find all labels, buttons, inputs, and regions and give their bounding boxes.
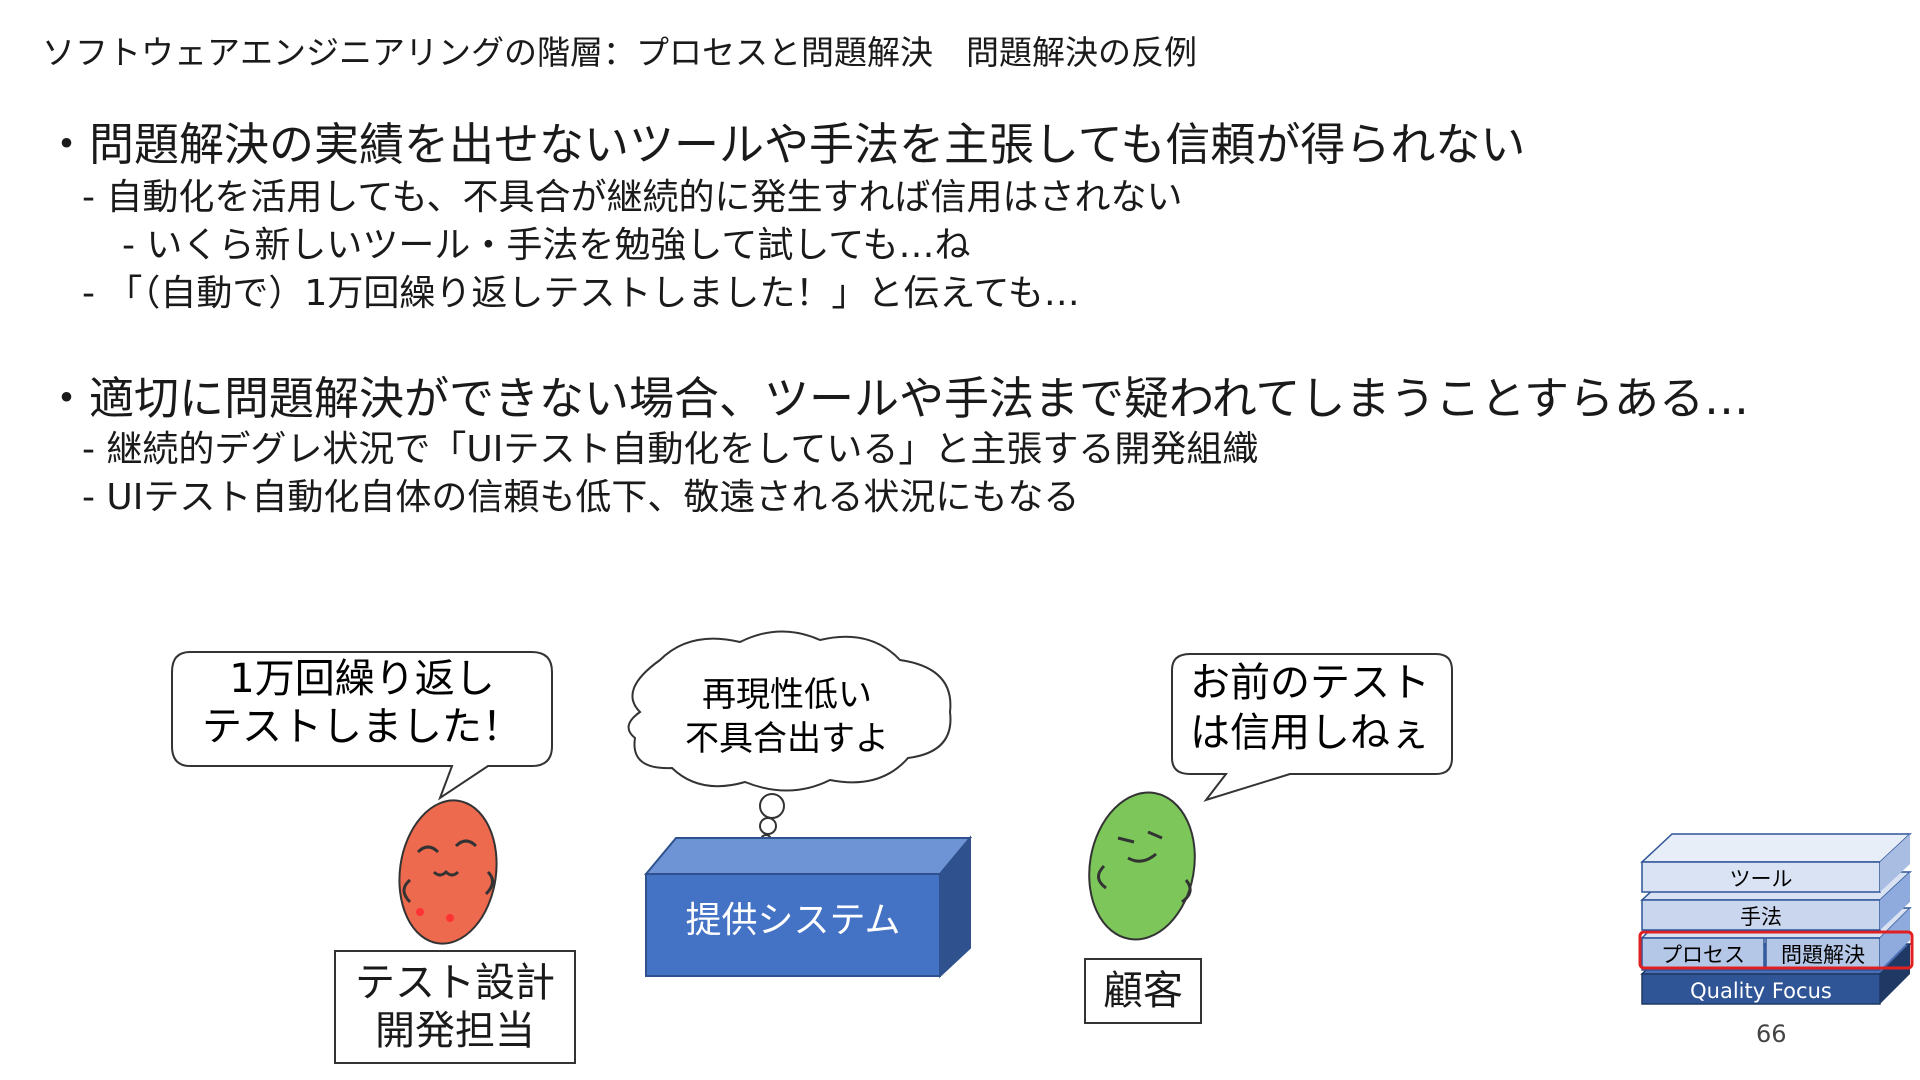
- layer-method: 手法: [1740, 905, 1782, 929]
- layer-stack-diagram: Quality Focus プロセス 問題解決 手法 ツール: [1638, 833, 1914, 1005]
- customer-speech-line-1: お前のテスト: [1190, 660, 1430, 706]
- customer-label-text: 顧客: [1103, 968, 1183, 1014]
- customer-eye-left-icon: [1117, 836, 1135, 844]
- layer-quality-focus: Quality Focus: [1690, 979, 1832, 1003]
- layer-problem-solving: 問題解決: [1781, 943, 1865, 967]
- bullet-1: ・問題解決の実績を出せないツールや手法を主張しても信頼が得られない: [44, 118, 1526, 171]
- customer-mouth-icon: [1127, 852, 1157, 863]
- developer-speech-bubble: 1万回繰り返し テストしました！: [171, 651, 553, 801]
- system-thought-line-2: 不具合出すよ: [685, 719, 889, 759]
- bullet-2: ・適切に問題解決ができない場合、ツールや手法まで疑われてしまうことすらある…: [44, 372, 1750, 425]
- bullet-2-sub-2: - UIテスト自動化自体の信頼も低下、敬遠される状況にもなる: [82, 477, 1080, 518]
- system-label: 提供システム: [686, 900, 901, 941]
- layer-process: プロセス: [1661, 943, 1745, 967]
- developer-speech-line-2: テストしました！: [202, 704, 522, 750]
- layer-tool: ツール: [1730, 867, 1793, 891]
- layer-highlight: [1638, 930, 1914, 970]
- developer-mouth-icon: [432, 869, 460, 877]
- developer-label-line-2: 開発担当: [375, 1008, 535, 1054]
- bullet-2-sub-1: - 継続的デグレ状況で「UIテスト自動化をしている」と主張する開発組織: [82, 429, 1259, 470]
- developer-label: テスト設計 開発担当: [334, 950, 576, 1064]
- page-number: 66: [1756, 1020, 1787, 1048]
- customer-speech-bubble: お前のテスト は信用しねぇ: [1171, 653, 1453, 802]
- bullet-1-sub-1: - 自動化を活用しても、不具合が継続的に発生すれば信用はされない: [82, 177, 1183, 218]
- developer-character: [398, 799, 498, 945]
- developer-eye-right-icon: [454, 839, 478, 848]
- bullet-1-sub-1-1: - いくら新しいツール・手法を勉強して試しても…ね: [122, 225, 971, 266]
- system-thought-line-1: 再現性低い: [702, 675, 872, 715]
- bullet-1-sub-2: - 「（自動で）1万回繰り返しテストしました！」と伝えても…: [82, 273, 1080, 314]
- system-box: 提供システム: [643, 835, 973, 979]
- system-thought-bubble: 再現性低い 不具合出すよ: [627, 630, 952, 846]
- customer-label: 顧客: [1084, 958, 1202, 1024]
- customer-speech-line-2: は信用しねぇ: [1190, 710, 1430, 756]
- slide-title: ソフトウェアエンジニアリングの階層：プロセスと問題解決 問題解決の反例: [42, 33, 1197, 72]
- developer-speech-line-1: 1万回繰り返し: [229, 656, 494, 702]
- customer-eye-right-icon: [1147, 830, 1163, 840]
- developer-label-line-1: テスト設計: [355, 960, 555, 1006]
- developer-eye-left-icon: [416, 845, 440, 854]
- customer-character: [1088, 791, 1196, 941]
